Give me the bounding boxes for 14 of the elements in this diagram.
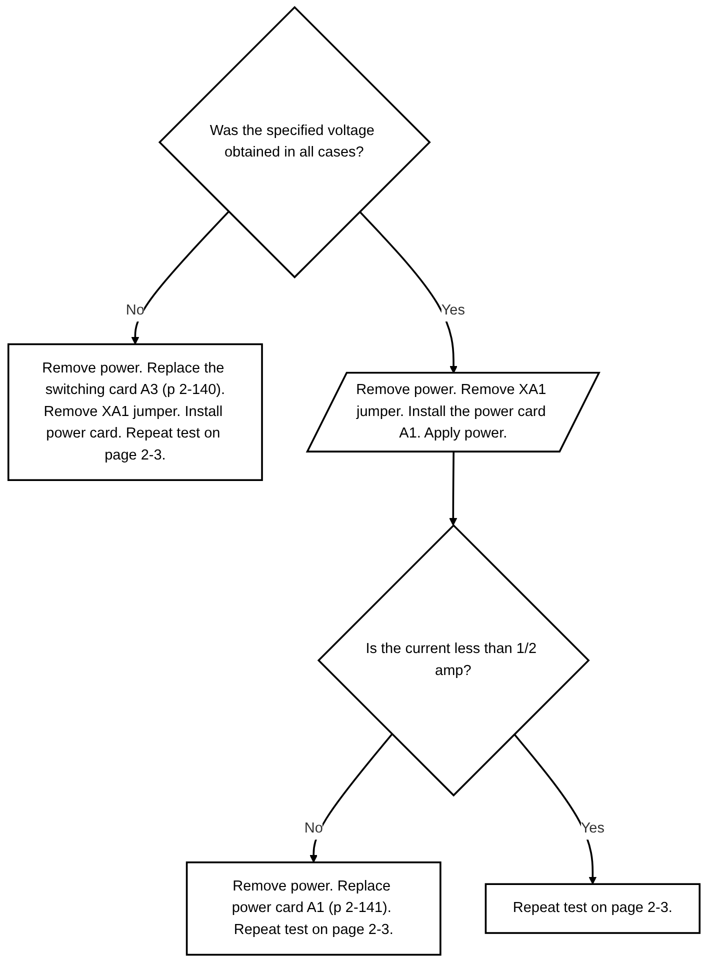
node-box [186,861,442,956]
node-box [484,883,701,934]
arrow [310,734,393,863]
arrow [359,211,458,374]
arrow [131,211,230,345]
edge-label: No [126,302,144,318]
edge-label: Yes [580,820,604,836]
arrow [514,734,597,884]
node-box [7,343,263,481]
arrow [449,452,458,526]
edge-label: Yes [441,302,465,318]
node-diamond [317,524,590,797]
node-diamond [158,6,431,278]
edge-label: No [304,820,323,836]
